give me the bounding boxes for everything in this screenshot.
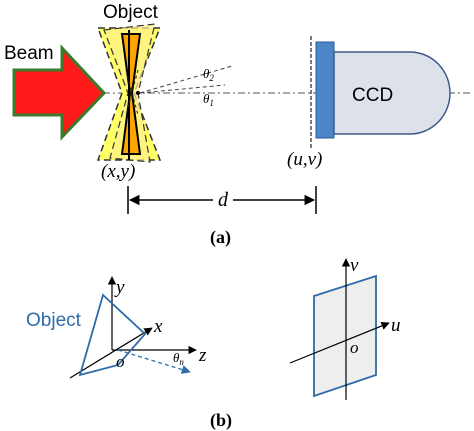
distance-label: d	[218, 189, 229, 211]
theta-n-label: θn	[173, 350, 184, 367]
beam-label: Beam	[4, 43, 54, 64]
object-label-b: Object	[26, 310, 82, 331]
axis-z-left-label: z	[198, 345, 207, 366]
ccd-sensor	[315, 41, 335, 139]
axis-v-right-label: v	[350, 255, 359, 276]
object-shape	[96, 23, 162, 163]
theta-2-label: θ2	[203, 66, 214, 83]
axis-x-left	[69, 327, 153, 379]
ccd-coordinates: (u,v)	[287, 149, 322, 170]
panel-b: y x z o Object θn v u o (b)	[26, 255, 401, 431]
detector-plane	[313, 274, 377, 398]
panel-b-label: (b)	[210, 410, 232, 431]
axis-u-right	[289, 321, 390, 364]
object-polygon	[78, 293, 147, 377]
panel-a-label: (a)	[210, 227, 231, 248]
object-coordinates: (x,y)	[101, 161, 135, 182]
axis-y-left-label: y	[114, 277, 125, 298]
ccd-label: CCD	[352, 85, 393, 106]
panel-a: Beam Object θ2 θ1 CCD (x,y) (u,v)	[4, 2, 470, 248]
theta-n-ray	[117, 349, 191, 374]
ray-upper	[139, 65, 233, 94]
beam-arrow	[12, 44, 107, 141]
object-label: Object	[103, 2, 159, 23]
theta-1-label: θ1	[203, 91, 214, 108]
origin-left-label: o	[116, 352, 125, 371]
ccd-body	[333, 51, 451, 135]
ray-lower	[139, 84, 226, 94]
origin-right-label: o	[350, 338, 359, 357]
axis-u-right-label: u	[391, 315, 401, 336]
axis-x-left-label: x	[153, 316, 163, 337]
